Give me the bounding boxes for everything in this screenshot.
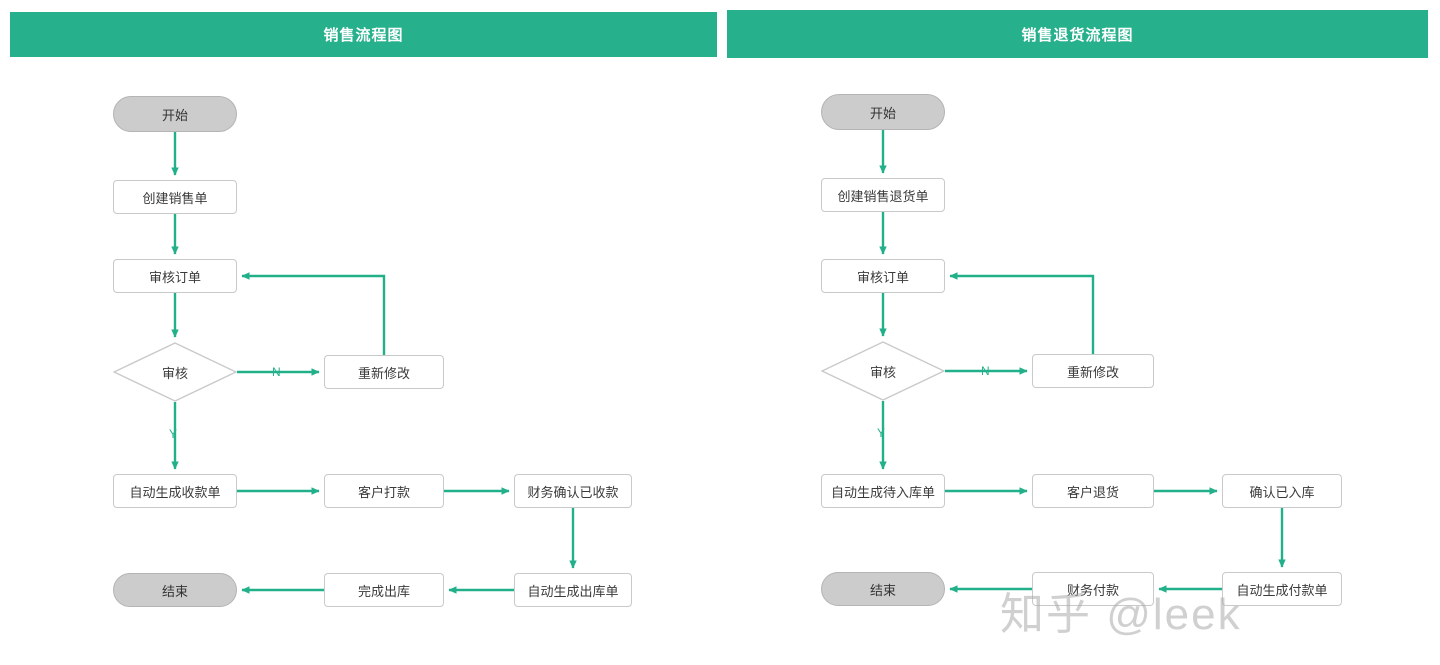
- node-auto-receipt[interactable]: 自动生成收款单: [113, 474, 237, 508]
- node-end-left[interactable]: 结束: [113, 573, 237, 607]
- node-finance-confirm-received[interactable]: 财务确认已收款: [514, 474, 632, 508]
- sales-flow-title: 销售流程图: [323, 27, 404, 44]
- node-create-sales-order[interactable]: 创建销售单: [113, 180, 237, 214]
- branch-label-yes-left: Y: [169, 427, 178, 441]
- node-review-order-right[interactable]: 审核订单: [821, 259, 945, 293]
- node-decision-right-label: 审核: [869, 364, 896, 380]
- node-decision-right[interactable]: 审核: [821, 341, 945, 401]
- node-confirm-inbound[interactable]: 确认已入库: [1222, 474, 1342, 508]
- diamond-icon: [113, 342, 237, 402]
- node-decision-left[interactable]: 审核: [113, 342, 237, 402]
- node-decision-left-label: 审核: [161, 365, 188, 381]
- node-start-right[interactable]: 开始: [821, 94, 945, 130]
- branch-label-no-left: N: [272, 365, 281, 379]
- node-rework-left[interactable]: 重新修改: [324, 355, 444, 389]
- watermark: 知乎 @leek: [1000, 590, 1242, 639]
- diamond-icon: [821, 341, 945, 401]
- branch-label-yes-right: Y: [877, 426, 886, 440]
- sales-return-flow-title-bar: 销售退货流程图: [727, 10, 1428, 58]
- node-customer-payment[interactable]: 客户打款: [324, 474, 444, 508]
- branch-label-no-right: N: [981, 364, 990, 378]
- node-rework-right[interactable]: 重新修改: [1032, 354, 1154, 388]
- sales-return-flow-title: 销售退货流程图: [1021, 26, 1134, 44]
- node-start-left[interactable]: 开始: [113, 96, 237, 132]
- sales-flow-title-bar: 销售流程图: [10, 12, 717, 57]
- node-finance-payment[interactable]: 财务付款: [1032, 572, 1154, 606]
- node-review-order-left[interactable]: 审核订单: [113, 259, 237, 293]
- node-end-right[interactable]: 结束: [821, 572, 945, 606]
- node-customer-return[interactable]: 客户退货: [1032, 474, 1154, 508]
- edge-rework-loop-back: [241, 272, 386, 355]
- node-auto-outbound-order[interactable]: 自动生成出库单: [514, 573, 632, 607]
- node-create-return-order[interactable]: 创建销售退货单: [821, 178, 945, 212]
- node-finish-outbound[interactable]: 完成出库: [324, 573, 444, 607]
- edge-r-rework-loop-back: [949, 272, 1095, 354]
- node-auto-pending-inbound[interactable]: 自动生成待入库单: [821, 474, 945, 508]
- node-auto-payment-order[interactable]: 自动生成付款单: [1222, 572, 1342, 606]
